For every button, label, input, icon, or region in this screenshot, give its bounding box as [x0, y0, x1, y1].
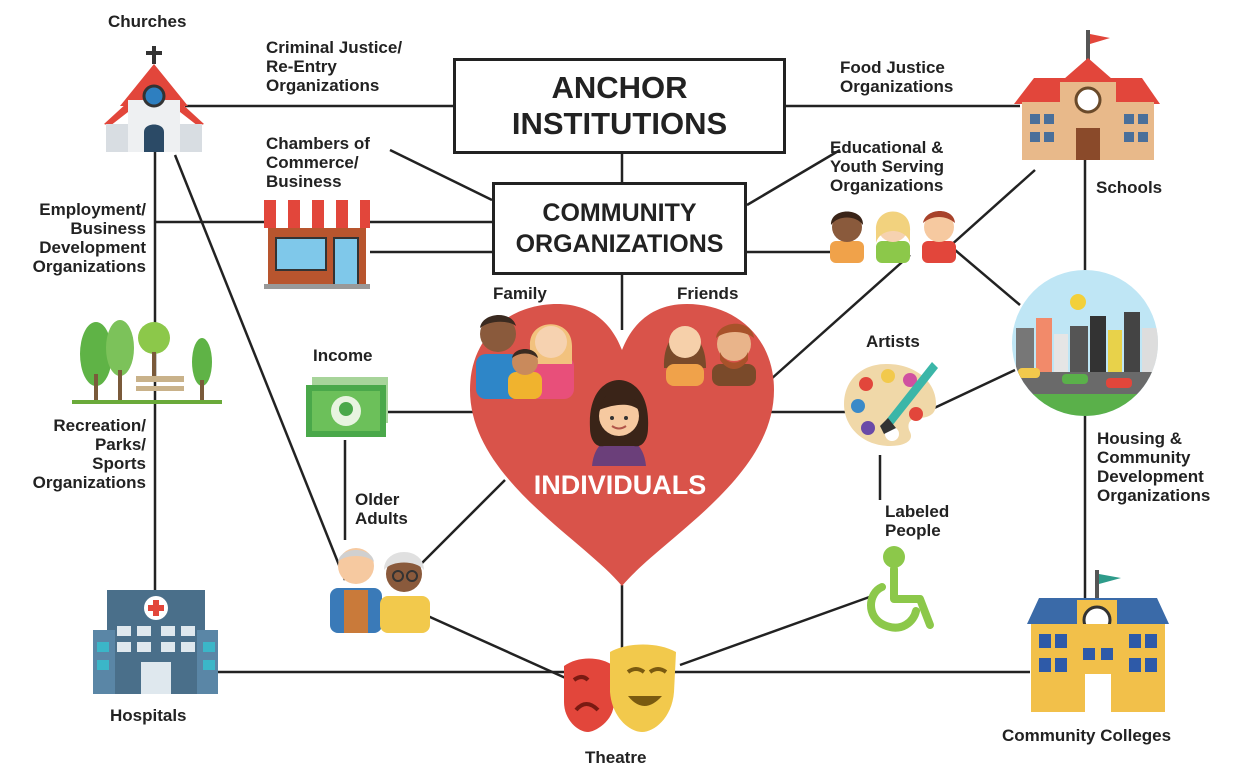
- label-line: Organizations: [840, 77, 954, 96]
- label-artists: Artists: [866, 332, 920, 351]
- label-line: Educational &: [830, 138, 944, 157]
- label-theatre: Theatre: [585, 748, 647, 767]
- label-line: Commerce/: [266, 153, 359, 172]
- family-icon: [476, 314, 574, 399]
- older-adults-icon: [330, 548, 430, 633]
- label-line: Food Justice: [840, 58, 945, 77]
- community-organizations-box: COMMUNITY ORGANIZATIONS: [492, 182, 747, 275]
- anchor-line1: ANCHOR: [551, 70, 688, 105]
- park-icon: [72, 320, 222, 404]
- label-friends: Friends: [677, 284, 739, 303]
- label-line: Labeled: [885, 502, 950, 521]
- label-line: Organizations: [1097, 486, 1211, 505]
- label-line: Older: [355, 490, 400, 509]
- label-line: Organizations: [830, 176, 944, 195]
- palette-icon: [844, 362, 938, 446]
- label-line: Business: [70, 219, 146, 238]
- label-family: Family: [493, 284, 547, 303]
- label-housing: Housing & Community Development Organiza…: [1097, 429, 1210, 505]
- school-icon: [1014, 30, 1160, 160]
- label-line: Community: [1097, 448, 1191, 467]
- label-line: People: [885, 521, 941, 540]
- label-line: Employment/: [39, 200, 146, 219]
- label-schools: Schools: [1096, 178, 1163, 197]
- theatre-masks-icon: [564, 644, 676, 732]
- label-line: Parks/: [94, 435, 146, 454]
- label-criminal-justice: Criminal Justice/ Re-Entry Organizations: [266, 38, 402, 95]
- label-older-adults: Older Adults: [355, 490, 408, 528]
- label-employment: Employment/ Business Development Organiz…: [6, 200, 146, 276]
- label-hospitals: Hospitals: [110, 706, 187, 725]
- label-recreation: Recreation/ Parks/ Sports Organizations: [6, 416, 146, 492]
- label-line: Chambers of: [266, 134, 370, 153]
- label-line: Development: [1097, 467, 1204, 486]
- friends-icon: [663, 323, 756, 386]
- hospital-icon: [93, 590, 218, 694]
- label-income: Income: [313, 346, 373, 365]
- label-line: Business: [266, 172, 342, 191]
- label-labeled-people: Labeled People: [885, 502, 949, 540]
- label-line: Youth Serving: [830, 157, 944, 176]
- anchor-institutions-box: ANCHOR INSTITUTIONS: [453, 58, 786, 154]
- label-line: Organizations: [32, 257, 146, 276]
- label-line: Adults: [355, 509, 408, 528]
- label-line: Re-Entry: [266, 57, 337, 76]
- community-line1: COMMUNITY: [542, 198, 697, 227]
- individuals-label: INDIVIDUALS: [533, 470, 707, 500]
- label-line: Organizations: [266, 76, 380, 95]
- label-food-justice: Food Justice Organizations: [840, 58, 953, 96]
- label-community-colleges: Community Colleges: [1002, 726, 1172, 745]
- label-educational: Educational & Youth Serving Organization…: [830, 138, 944, 195]
- person-icon: [589, 380, 649, 466]
- wheelchair-icon: [867, 546, 934, 632]
- label-line: Organizations: [32, 473, 146, 492]
- label-line: Sports: [92, 454, 146, 473]
- label-line: Development: [39, 238, 146, 257]
- storefront-icon: [264, 200, 370, 289]
- college-icon: [1027, 570, 1169, 712]
- label-line: Criminal Justice/: [266, 38, 403, 57]
- label-churches: Churches: [108, 12, 187, 31]
- anchor-line2: INSTITUTIONS: [511, 106, 728, 141]
- children-icon: [830, 211, 956, 263]
- city-icon: [1012, 270, 1158, 416]
- church-icon: [104, 46, 204, 152]
- label-line: Recreation/: [53, 416, 146, 435]
- label-chambers: Chambers of Commerce/ Business: [266, 134, 370, 191]
- label-line: Housing &: [1097, 429, 1182, 448]
- community-line2: ORGANIZATIONS: [515, 229, 724, 258]
- money-icon: [306, 377, 388, 437]
